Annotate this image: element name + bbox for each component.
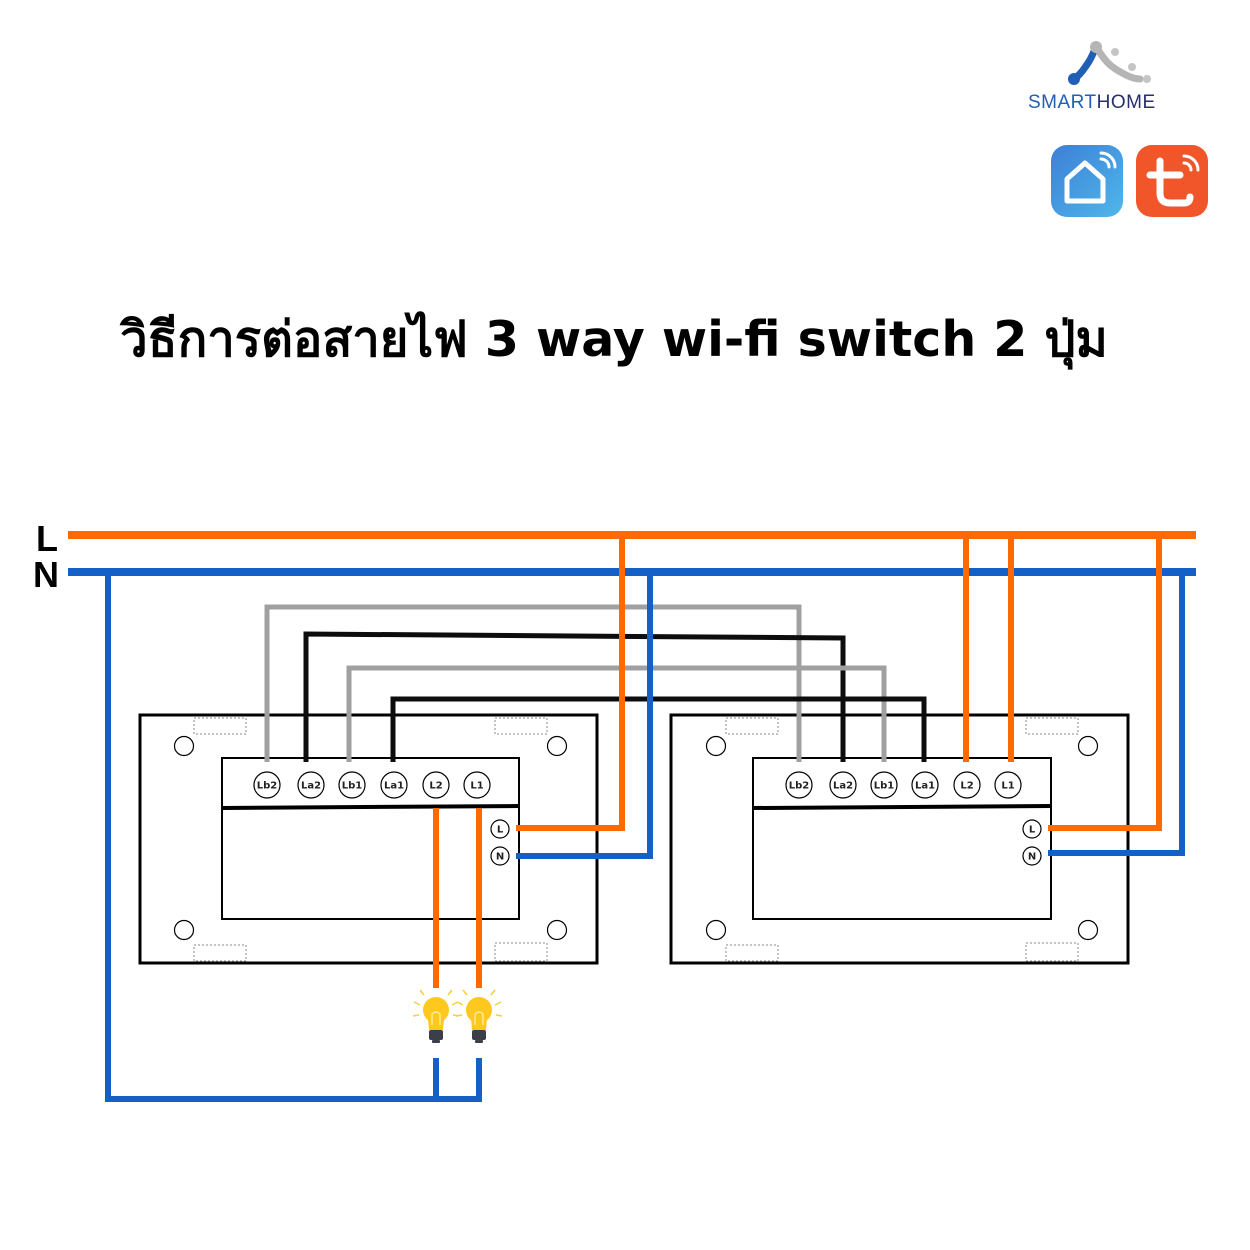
switch-1-terminal-label: La1 [384,781,404,792]
switch-2-terminal-la1 [911,771,939,799]
switch-1-terminal-label: Lb2 [257,781,278,792]
switch-1-clip-br [494,942,548,962]
switch-1-terminal-la1 [380,771,408,799]
page-title: วิธีการต่อสายไฟ 3 way wi-fi switch 2 ปุ่… [120,311,1108,368]
switch-1-clip-tl [193,717,247,735]
switch-1-terminal-label: N [496,852,504,863]
switch-2-module [752,757,1052,920]
switch-1-screw-hole [173,919,195,941]
lamp-neutral-return-wire [105,576,482,1102]
tuya-app-icon [1136,145,1208,217]
switch-2-terminal-l1 [994,771,1022,799]
neutral-label: N [33,554,59,595]
switch-2-terminal-label: L [1029,825,1036,836]
switch-1-screw-hole [173,735,195,757]
switch-2-screw-hole [705,735,727,757]
smarthome-logo-mark-icon [1068,41,1151,85]
switch-1-terminal-label: La2 [301,781,321,792]
switch-2-terminal-label: L1 [1001,781,1014,792]
switch-2-terminal-n [1022,846,1042,866]
switch-1-terminal-l1 [463,771,491,799]
switch-2-screw-hole [1077,919,1099,941]
switch-2 [669,713,1130,965]
switch-2-live-feed [1048,539,1162,831]
switch-1-terminal-l [490,819,510,839]
switch-1-terminal-lb2 [253,771,281,799]
terminals: Lb2 La2 Lb1 La1 L2 L1L N Lb2 La2 Lb1 La1 L2 L1L N [253,771,1042,866]
wordmark-smart: SMART [1028,92,1097,113]
traveler-wire-lb1 [346,665,887,762]
live-label: L [36,518,58,559]
switch-1-terminal-lb1 [338,771,366,799]
switch-2-terminal-lb1 [870,771,898,799]
switch-2-terminal-label: La2 [833,781,853,792]
switch-2-terminal-label: Lb2 [789,781,810,792]
switch-1-terminal-label: L [497,825,504,836]
switch-2-terminal-la2 [829,771,857,799]
switch-1-terminal-label: L2 [429,781,442,792]
switch-2-terminal-label: La1 [915,781,935,792]
switch-1-clip-bl [193,944,247,962]
switch-1-neutral-feed [516,576,653,859]
traveler-wire-lb2 [264,604,802,762]
switch-2-screw-hole [705,919,727,941]
switch-2-clip-tl [725,717,779,735]
switch-2-clip-tr [1025,717,1079,735]
switch-2-terminal-l2 [953,771,981,799]
switch-2-plate [669,713,1130,965]
switch-1-terminal-la2 [297,771,325,799]
light-bulbs [412,989,503,1043]
switch-1-clip-tr [494,717,548,735]
traveler-wire-la1 [390,696,927,762]
switch-1-screw-hole [546,919,568,941]
switch-1-terminal-divider [221,804,520,810]
switch-1 [138,713,599,965]
light-bulb-icon [455,989,503,1043]
house-wifi-icon [1064,151,1117,204]
switch-2-screw-hole [1077,735,1099,757]
switch-2-terminal-label: N [1028,852,1036,863]
switch-1-plate [138,713,599,965]
switch-1-live-feed [516,539,625,831]
smart-life-app-icon [1051,145,1123,217]
switch-2-clip-bl [725,944,779,962]
traveler-wires [264,604,927,762]
smarthome-logo [1022,35,1212,120]
switch-2-terminal-divider [752,804,1052,810]
light-bulb-icon [412,989,460,1043]
smarthome-wordmark: SMARTHOME [1028,92,1156,114]
wordmark-home: HOME [1096,92,1156,113]
switch-2-terminal-label: L2 [960,781,973,792]
switch-1-terminal-label: L1 [470,781,483,792]
tuya-t-wifi-icon [1146,154,1200,207]
switch-2-clip-br [1025,942,1079,962]
switch-1-terminal-l2 [422,771,450,799]
switch-1-screw-hole [546,735,568,757]
switch-1-terminal-label: Lb1 [342,781,363,792]
switch-1-module [221,757,520,920]
switch-2-terminal-label: Lb1 [874,781,895,792]
switch-1-terminal-n [490,846,510,866]
switch-2-terminal-l [1022,819,1042,839]
switch-2-neutral-feed [1048,576,1185,856]
switch-2-terminal-lb2 [785,771,813,799]
